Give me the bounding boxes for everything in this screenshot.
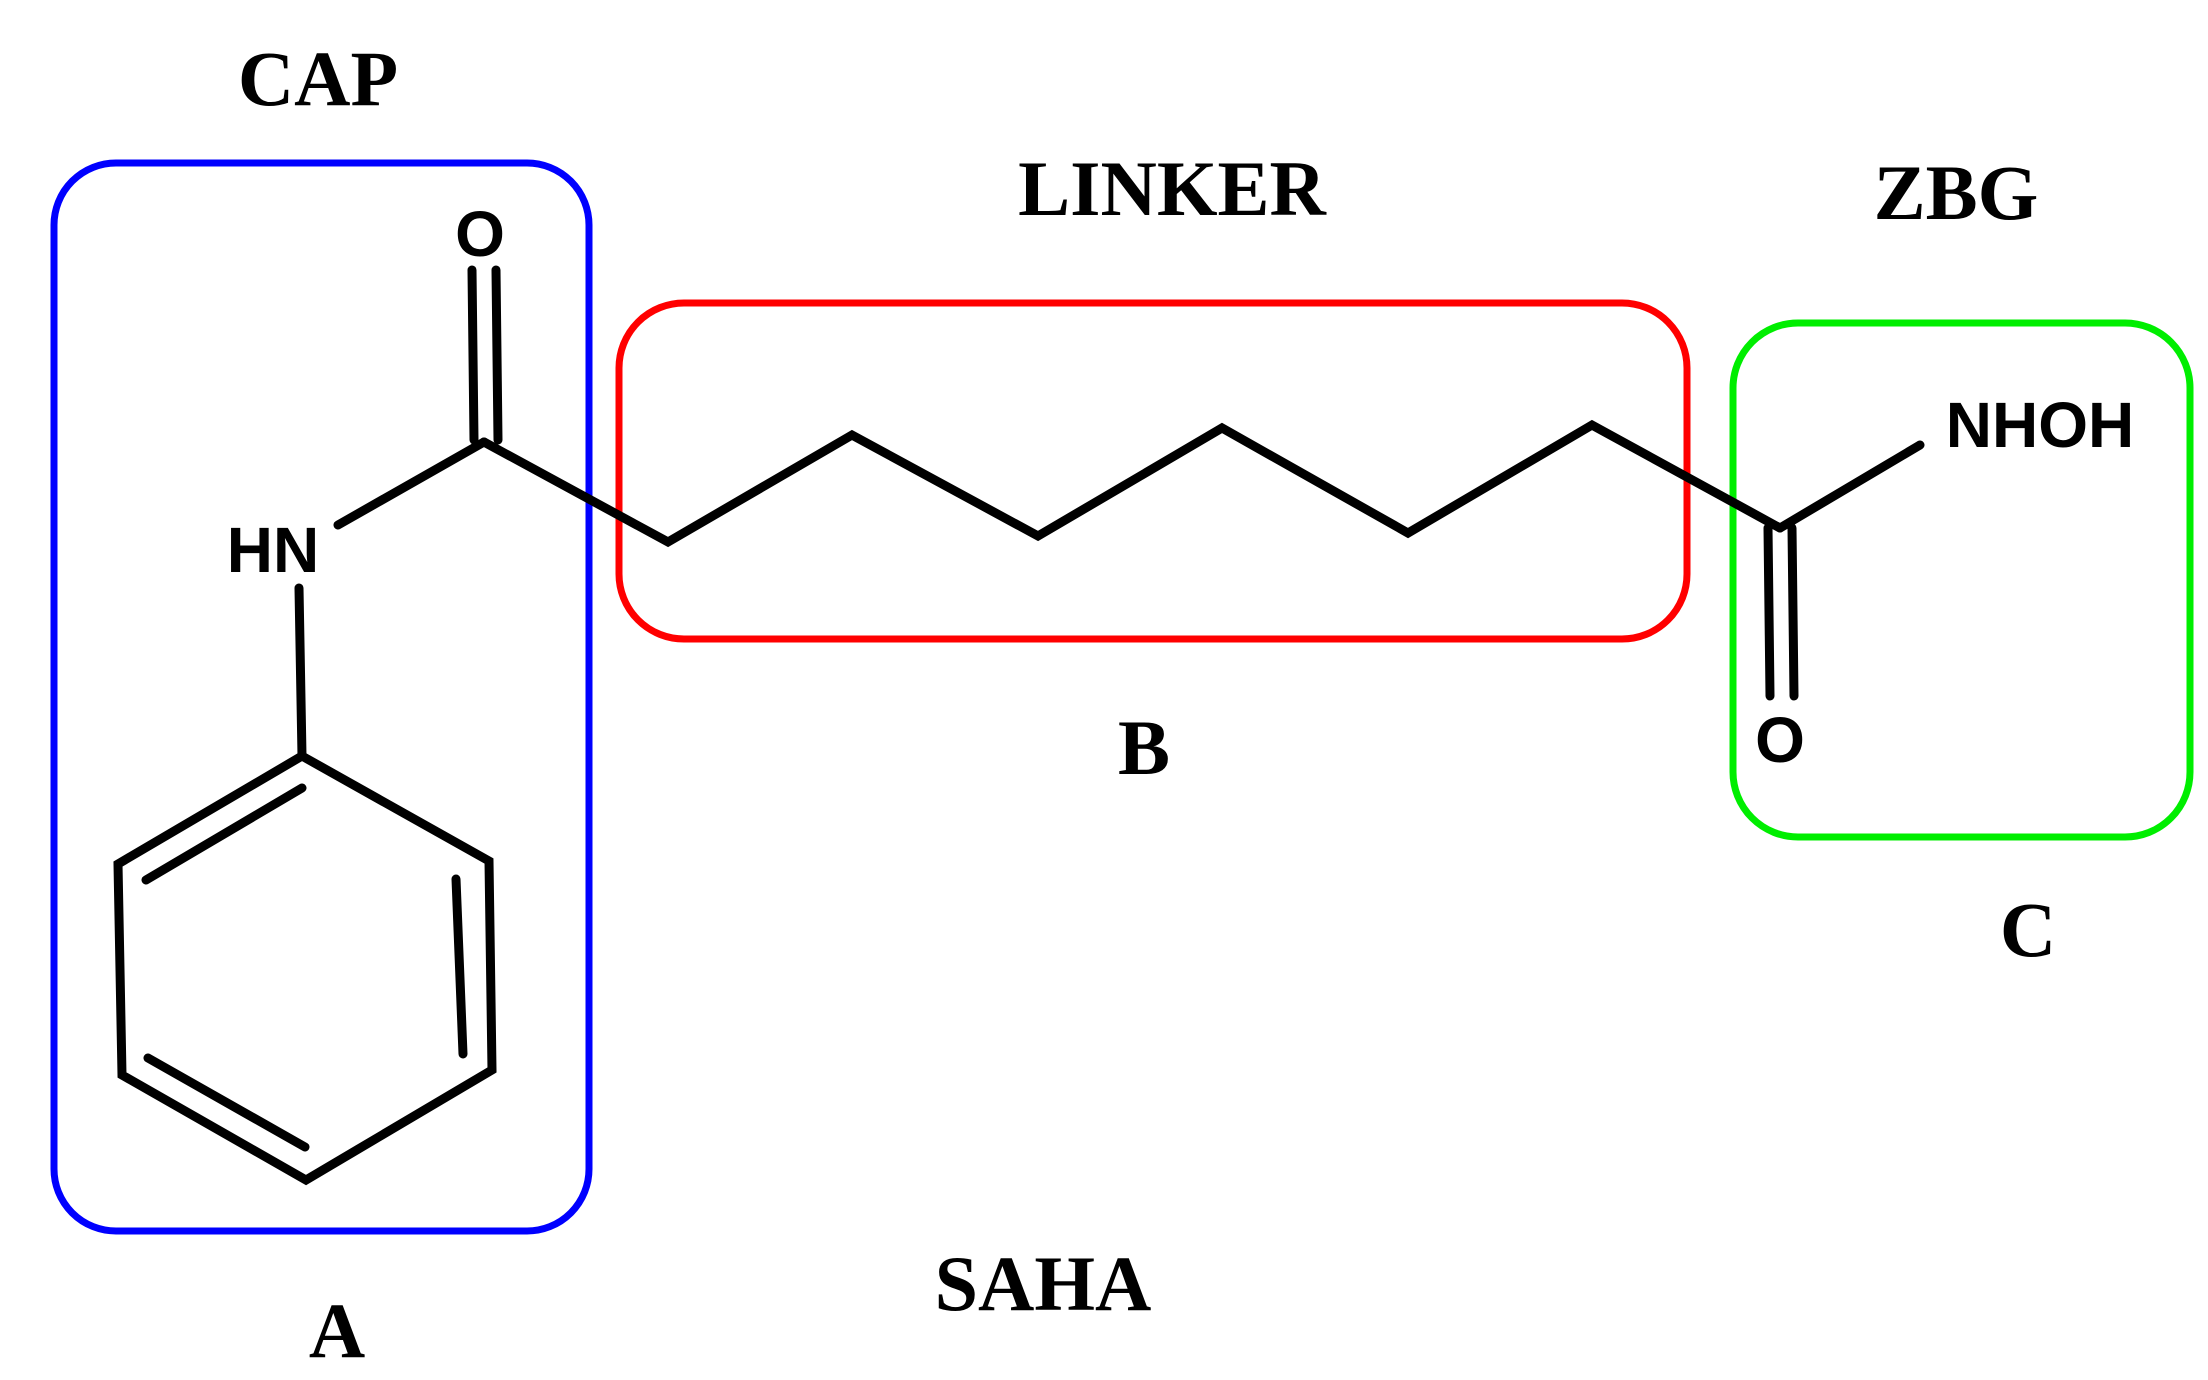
n-phenyl-bond [294,583,307,761]
cap-carbonyl-bond-2 [491,265,503,445]
cap-letter: A [309,1287,365,1374]
phenyl-ring [113,750,497,1186]
cap-carbonyl-oxygen-label: O [455,198,505,270]
cap-title: CAP [238,35,398,122]
zbg-title: ZBG [1874,149,2039,236]
linker-title: LINKER [1018,145,1327,232]
alkyl-chain [479,419,1785,548]
phenyl-inner-bond-2 [451,874,468,1059]
linker-region-box [615,299,1691,643]
phenyl-inner-bond-3 [143,1053,310,1152]
zbg-carbonyl-oxygen-label: O [1755,704,1805,776]
bond-lines [113,265,1925,1186]
phenyl-inner-bond-1 [141,783,307,885]
linker-letter: B [1118,704,1170,791]
cap-carbonyl-bond-1 [467,265,479,445]
amide-nitrogen-label: HN [227,514,319,586]
zbg-c-n-bond [1775,440,1925,533]
amide-c-n-bond [333,437,489,530]
cap-region-box [50,159,593,1235]
zbg-region-box [1729,319,2194,841]
zbg-letter: C [2000,886,2056,973]
molecule-name: SAHA [935,1240,1152,1327]
zbg-carbonyl-bond-2 [1787,523,1799,701]
hydroxamic-group-label: NHOH [1946,389,2134,461]
zbg-carbonyl-bond-1 [1763,523,1775,701]
